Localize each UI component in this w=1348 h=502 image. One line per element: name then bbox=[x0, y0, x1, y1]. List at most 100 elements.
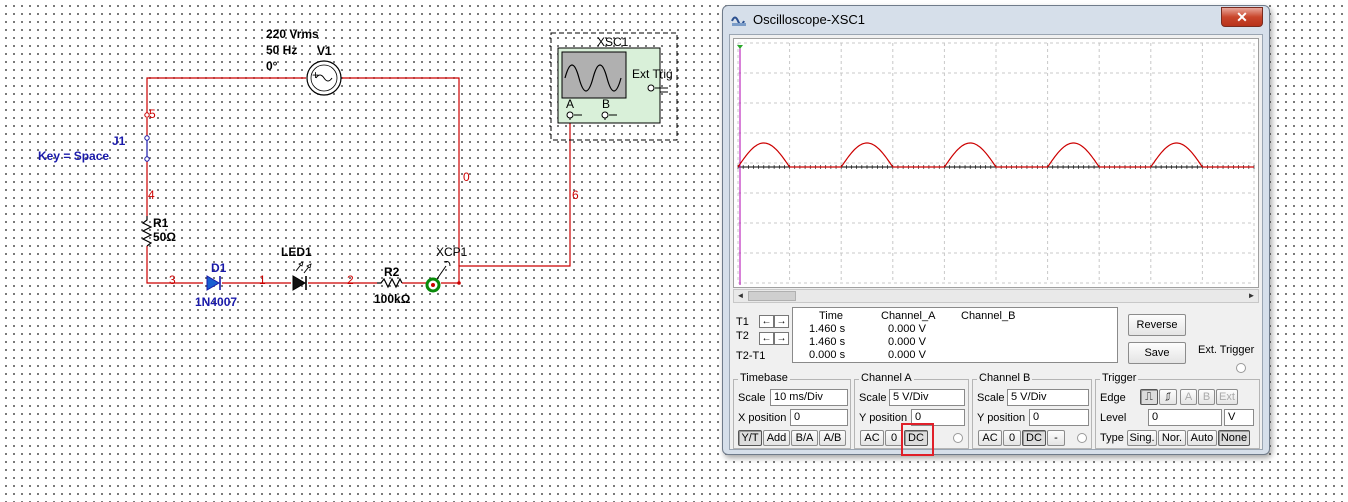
ext-trigger-terminal[interactable] bbox=[1236, 363, 1246, 373]
channel-a-group: Channel A Scale 5 V/Div Y position 0 AC … bbox=[854, 372, 969, 449]
title-bar[interactable]: Oscilloscope-XSC1 ✕ bbox=[723, 6, 1269, 34]
readout-cell: 0.000 V bbox=[888, 336, 926, 348]
trigger-source-ext-button[interactable]: Ext bbox=[1216, 389, 1238, 405]
resistor-r2-icon[interactable] bbox=[377, 277, 403, 289]
trigger-normal-button[interactable]: Nor. bbox=[1158, 430, 1186, 446]
t1-label: T1 bbox=[736, 316, 749, 328]
current-probe-icon[interactable] bbox=[425, 261, 451, 293]
time-scrollbar[interactable]: ◄ ► bbox=[733, 289, 1259, 303]
diode-name: D1 bbox=[211, 261, 227, 275]
led-icon[interactable] bbox=[292, 261, 312, 291]
readout-cell: 1.460 s bbox=[809, 336, 846, 348]
diode-icon[interactable] bbox=[206, 275, 221, 291]
net-label: 0 bbox=[463, 170, 470, 184]
channel-b-dc-button[interactable]: DC bbox=[1022, 430, 1046, 446]
trigger-none-button[interactable]: None bbox=[1218, 430, 1250, 446]
channel-a-ypos-field[interactable]: 0 bbox=[911, 409, 965, 426]
channel-a-zero-button[interactable]: 0 bbox=[885, 430, 903, 446]
reverse-button[interactable]: Reverse bbox=[1128, 314, 1186, 336]
trigger-level-unit-select[interactable]: V bbox=[1224, 409, 1254, 426]
close-button[interactable]: ✕ bbox=[1221, 7, 1263, 27]
readout-header-time: Time bbox=[819, 310, 844, 322]
scope-ch-b-label: B bbox=[602, 97, 610, 111]
scope-name: XSC1 bbox=[597, 35, 629, 49]
trigger-source-b-button[interactable]: B bbox=[1198, 389, 1215, 405]
t2-right-arrow-icon[interactable]: → bbox=[774, 332, 789, 345]
save-button[interactable]: Save bbox=[1128, 342, 1186, 364]
channel-b-ypos-field[interactable]: 0 bbox=[1029, 409, 1089, 426]
cursor-t1-marker[interactable] bbox=[737, 45, 743, 49]
scope-ext-trig-label: Ext Trig bbox=[632, 67, 673, 81]
resistor-r1-icon[interactable] bbox=[141, 216, 153, 247]
mode-ab-button[interactable]: A/B bbox=[819, 430, 846, 446]
channel-a-terminal[interactable] bbox=[953, 433, 963, 443]
level-label: Level bbox=[1100, 412, 1127, 424]
source-voltage: 220 Vrms bbox=[266, 27, 319, 41]
schematic-canvas: + 220 Vrms 50 Hz 0° V1 J1 Key = Space R1… bbox=[38, 27, 678, 309]
trigger-auto-button[interactable]: Auto bbox=[1187, 430, 1217, 446]
mode-add-button[interactable]: Add bbox=[763, 430, 790, 446]
channel-a-trace bbox=[737, 142, 1254, 168]
t2-t1-label: T2-T1 bbox=[736, 350, 766, 362]
diode-model: 1N4007 bbox=[195, 295, 237, 309]
trigger-title: Trigger bbox=[1100, 372, 1139, 384]
channel-b-ac-button[interactable]: AC bbox=[978, 430, 1002, 446]
switch-icon[interactable] bbox=[144, 112, 150, 162]
net-label: 3 bbox=[169, 273, 176, 287]
readout-cell: 0.000 s bbox=[809, 349, 846, 361]
switch-name: J1 bbox=[112, 134, 126, 148]
type-label: Type bbox=[1100, 432, 1124, 444]
trigger-single-button[interactable]: Sing. bbox=[1127, 430, 1157, 446]
source-phase: 0° bbox=[266, 59, 278, 73]
r1-value: 50Ω bbox=[153, 230, 176, 244]
led-name: LED1 bbox=[281, 245, 312, 259]
channel-b-ypos-label: Y position bbox=[977, 412, 1026, 424]
channel-b-terminal[interactable] bbox=[1077, 433, 1087, 443]
readout-cell: 0.000 V bbox=[888, 349, 926, 361]
trigger-level-field[interactable]: 0 bbox=[1148, 409, 1222, 426]
net-label: 6 bbox=[572, 188, 579, 202]
r1-name: R1 bbox=[153, 216, 169, 230]
channel-a-dc-button[interactable]: DC bbox=[904, 430, 928, 446]
readout-cell: 1.460 s bbox=[809, 323, 846, 335]
mode-yt-button[interactable]: Y/T bbox=[738, 430, 762, 446]
r2-name: R2 bbox=[384, 265, 400, 279]
rising-edge-icon[interactable]: ⎍ bbox=[1140, 389, 1158, 405]
channel-b-scale-field[interactable]: 5 V/Div bbox=[1007, 389, 1089, 406]
channel-b-title: Channel B bbox=[977, 372, 1033, 384]
net-label: 5 bbox=[149, 107, 156, 121]
ac-source-icon[interactable]: + bbox=[306, 60, 342, 96]
channel-a-title: Channel A bbox=[859, 372, 914, 384]
scroll-left-icon[interactable]: ◄ bbox=[736, 291, 745, 300]
scroll-right-icon[interactable]: ► bbox=[1247, 291, 1256, 300]
channel-a-ypos-label: Y position bbox=[859, 412, 908, 424]
x-position-field[interactable]: 0 bbox=[790, 409, 848, 426]
readout-header-channel-a: Channel_A bbox=[881, 310, 936, 322]
scrollbar-thumb[interactable] bbox=[748, 291, 796, 301]
mode-ba-button[interactable]: B/A bbox=[791, 430, 818, 446]
wires bbox=[146, 77, 571, 284]
channel-b-minus-button[interactable]: - bbox=[1047, 430, 1065, 446]
readout-header-channel-b: Channel_B bbox=[961, 310, 1016, 322]
timebase-scale-field[interactable]: 10 ms/Div bbox=[770, 389, 848, 406]
r2-value: 100kΩ bbox=[374, 292, 411, 306]
t1-left-arrow-icon[interactable]: ← bbox=[759, 315, 774, 328]
net-label: 1 bbox=[259, 273, 266, 287]
t2-left-arrow-icon[interactable]: ← bbox=[759, 332, 774, 345]
svg-text:+: + bbox=[312, 68, 319, 82]
window-title: Oscilloscope-XSC1 bbox=[753, 12, 865, 27]
trigger-source-a-button[interactable]: A bbox=[1180, 389, 1197, 405]
falling-edge-icon[interactable]: ⎎ bbox=[1159, 389, 1177, 405]
edge-label: Edge bbox=[1100, 392, 1126, 404]
cursor-readout-table: Time Channel_A Channel_B 1.460 s 0.000 V… bbox=[792, 307, 1118, 363]
channel-b-scale-label: Scale bbox=[977, 392, 1005, 404]
scope-ch-a-label: A bbox=[566, 97, 574, 111]
oscilloscope-symbol[interactable] bbox=[550, 32, 678, 141]
channel-a-scale-field[interactable]: 5 V/Div bbox=[889, 389, 965, 406]
channel-a-ac-button[interactable]: AC bbox=[860, 430, 884, 446]
channel-b-zero-button[interactable]: 0 bbox=[1003, 430, 1021, 446]
oscilloscope-window: Oscilloscope-XSC1 ✕ ◄ ► T1 ← → T2 ← bbox=[722, 5, 1270, 455]
t1-right-arrow-icon[interactable]: → bbox=[774, 315, 789, 328]
net-label: 2 bbox=[347, 273, 354, 287]
scope-panel: ◄ ► T1 ← → T2 ← → T2-T1 Time Channel_A C… bbox=[729, 34, 1263, 450]
